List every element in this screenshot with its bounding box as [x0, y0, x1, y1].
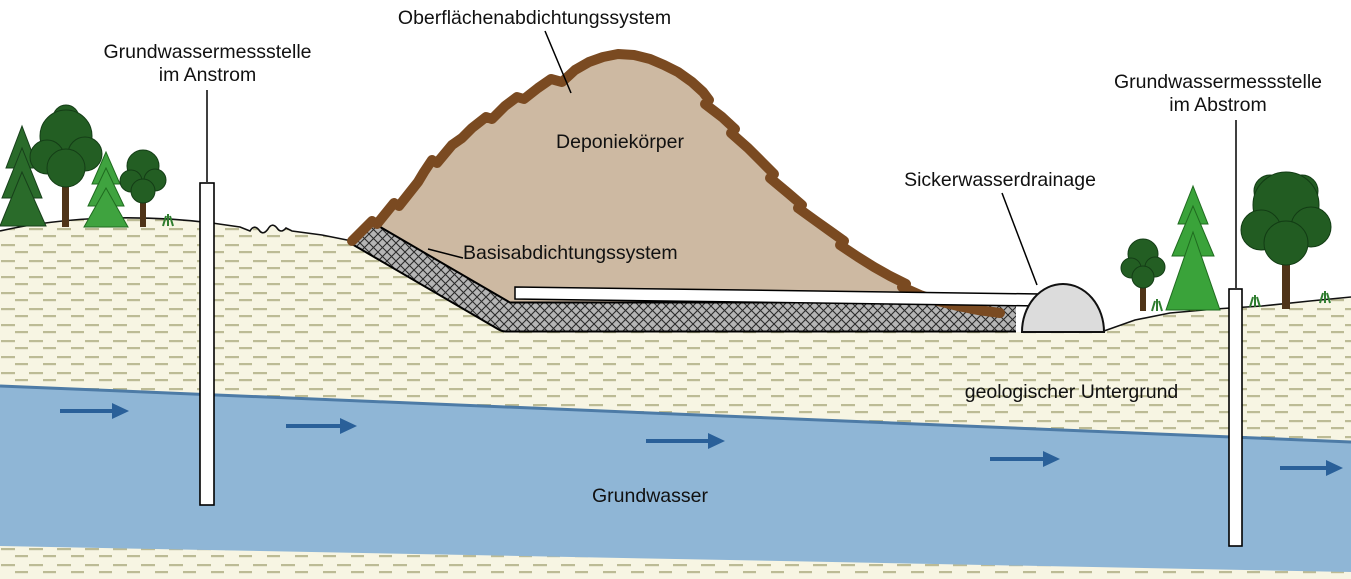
leader-base-sealing	[427, 248, 464, 259]
grass-icon	[1319, 291, 1331, 304]
label-well-upstream-line1: Grundwassermessstelle	[103, 41, 312, 63]
monitoring-well-upstream	[199, 182, 215, 506]
label-landfill-body: Deponiekörper	[556, 131, 684, 153]
groundwater-flow-arrow	[1280, 460, 1343, 476]
tree-conifer-icon	[1165, 184, 1221, 311]
label-well-downstream-line1: Grundwassermessstelle	[1113, 71, 1323, 93]
grass-icon	[162, 214, 174, 227]
leader-lines	[206, 30, 1237, 288]
label-well-upstream: Grundwassermessstelle im Anstrom	[85, 41, 330, 87]
groundwater-flow-arrow	[990, 451, 1060, 467]
tree-conifer-icon	[83, 150, 129, 228]
label-geological-subsurface: geologischer Untergrund	[964, 381, 1179, 403]
tree-deciduous-icon	[29, 104, 103, 227]
tree-conifer-icon	[0, 124, 47, 227]
tree-deciduous-icon	[1240, 171, 1332, 309]
groundwater-layer	[0, 384, 1351, 572]
landfill-body-shape	[352, 54, 1002, 326]
label-surface-sealing: Oberflächenabdichtungssystem	[397, 7, 672, 29]
groundwater-flow-arrow	[286, 418, 357, 434]
label-well-downstream-line2: im Abstrom	[1169, 94, 1267, 116]
tree-deciduous-icon	[119, 149, 167, 227]
label-well-upstream-line2: im Anstrom	[158, 64, 257, 86]
label-well-downstream: Grundwassermessstelle im Abstrom	[1094, 71, 1342, 117]
drainage-dome	[1020, 283, 1106, 333]
label-base-sealing: Basisabdichtungssystem	[463, 242, 678, 264]
surface-sealing-cap	[347, 49, 1005, 318]
monitoring-well-downstream	[1228, 288, 1243, 547]
tree-deciduous-icon	[1120, 238, 1166, 311]
base-sealing-band	[352, 218, 1016, 333]
grass-icon	[1151, 299, 1163, 312]
leader-leachate-drainage	[1001, 192, 1038, 286]
label-groundwater: Grundwasser	[592, 485, 708, 507]
label-leachate-drainage: Sickerwasserdrainage	[904, 169, 1096, 191]
groundwater-flow-arrow	[646, 433, 725, 449]
leader-surface-sealing	[544, 30, 572, 94]
grass-icon	[1249, 295, 1261, 308]
groundwater-flow-arrow	[60, 403, 129, 419]
